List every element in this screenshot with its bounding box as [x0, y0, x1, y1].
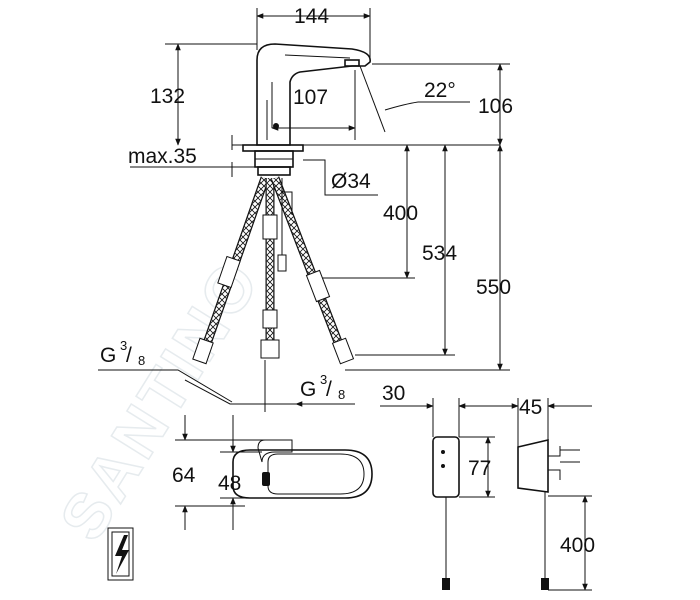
dim-label-400: 400	[383, 202, 418, 225]
dim-label-534: 534	[422, 242, 457, 265]
dim-label-144: 144	[294, 5, 329, 28]
dim-label-132: 132	[150, 85, 185, 108]
dim-height-132: 132	[150, 43, 257, 146]
dim-label-cable-400: 400	[560, 534, 595, 557]
dim-angle-22: 22°	[359, 65, 470, 133]
thread-den-left: 8	[138, 353, 145, 368]
dim-label-64: 64	[172, 464, 196, 487]
dim-max35: max.35	[128, 135, 233, 177]
power-supply-side	[517, 438, 580, 590]
dim-width-30: 30	[380, 382, 510, 437]
dim-label-48: 48	[218, 472, 241, 495]
dim-hose-lengths: 400 534 550	[322, 144, 511, 371]
thread-slash-bottom: /	[326, 378, 332, 401]
thread-g-bottom: G	[300, 378, 316, 401]
dim-width-45: 45	[470, 396, 592, 447]
dim-label-550: 550	[476, 276, 511, 299]
dim-label-30: 30	[382, 382, 405, 405]
dim-cable-400: 400	[548, 495, 595, 591]
dim-height-106: 106	[372, 63, 513, 146]
thread-num-bottom: 3	[320, 372, 327, 387]
lightning-bolt-icon	[107, 527, 134, 581]
supply-hoses	[192, 176, 355, 365]
faucet-side-view	[232, 43, 500, 176]
dim-label-77: 77	[468, 457, 491, 480]
thread-slash-left: /	[126, 344, 132, 367]
power-supply-front	[432, 436, 460, 590]
faucet-top-view: 64 48	[172, 415, 373, 530]
thread-den-bottom: 8	[338, 387, 345, 402]
dim-label-22deg: 22°	[424, 79, 456, 102]
dim-diameter-34: Ø34	[303, 159, 378, 196]
dim-width-144: 144	[256, 5, 371, 60]
dim-label-107: 107	[293, 86, 328, 109]
thread-g-left: G	[100, 344, 116, 367]
thread-label-left: G 3 / 8	[98, 338, 233, 403]
dim-height-77: 77	[459, 436, 495, 498]
dim-label-max35: max.35	[128, 145, 197, 168]
dim-label-106: 106	[478, 95, 513, 118]
thread-num-left: 3	[120, 338, 127, 353]
dim-reach-107: 107	[271, 70, 356, 140]
thread-label-bottom: G 3 / 8	[184, 360, 355, 412]
dim-label-45: 45	[519, 396, 542, 419]
dim-label-dia34: Ø34	[331, 170, 371, 193]
